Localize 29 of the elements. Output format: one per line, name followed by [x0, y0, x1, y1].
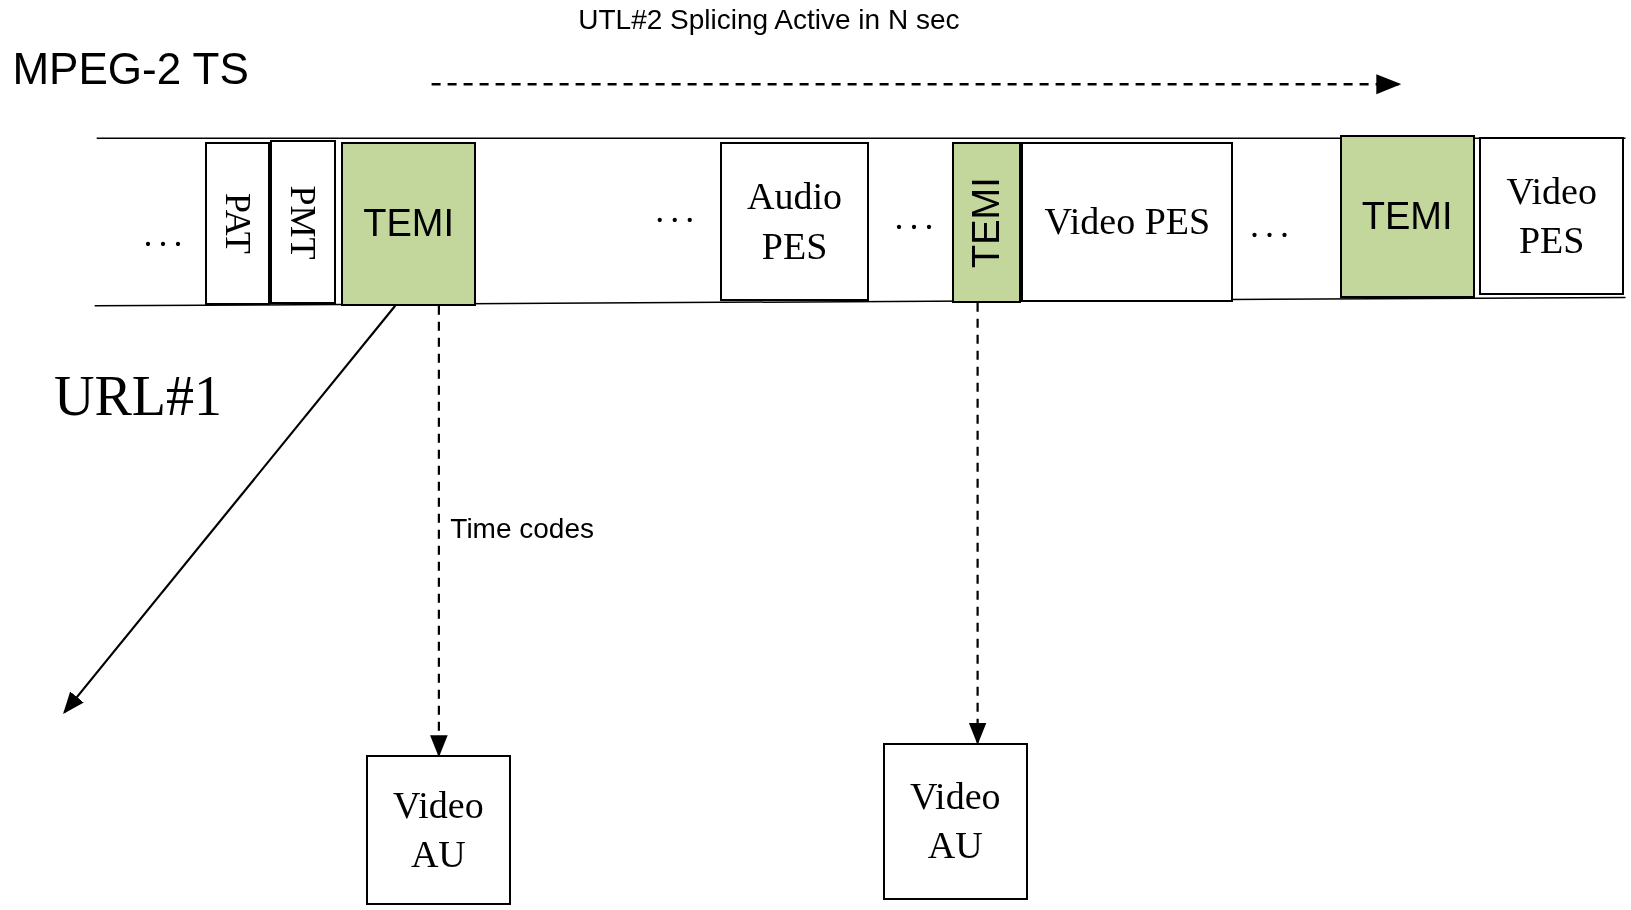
packet-label: Video AU: [392, 782, 485, 877]
packet-box: [882, 742, 1028, 900]
packet-label: Video AU: [908, 773, 1002, 869]
packet-box: [1478, 137, 1625, 296]
ellipsis: ...: [894, 195, 940, 238]
packet-box: [341, 142, 477, 306]
arrow-caption: UTL#2 Splicing Active in N sec: [578, 4, 960, 37]
packet-label: Video PES: [1044, 199, 1211, 245]
packet-label: Video PES: [1505, 168, 1598, 264]
packet-label: PMT: [282, 185, 325, 260]
ellipsis: ...: [143, 213, 189, 256]
packet-label: TEMI: [1361, 194, 1453, 240]
packet-label: Audio PES: [746, 174, 844, 269]
packet-box: [204, 142, 271, 305]
packet-label: TEMI: [363, 201, 455, 247]
packet-box: [1021, 142, 1234, 302]
stream-title: MPEG-2 TS: [12, 43, 249, 94]
ellipsis: ...: [1250, 203, 1296, 246]
packet-label: PAT: [217, 193, 259, 254]
arrow: [430, 305, 448, 758]
packet-box: [366, 755, 511, 905]
packet-box: [719, 142, 870, 301]
ellipsis: ...: [655, 189, 701, 232]
packet-box: [1339, 135, 1475, 299]
arrow: [968, 302, 987, 745]
packet-label: TEMI: [963, 177, 1008, 268]
packet-box: [951, 142, 1022, 303]
arrow: [63, 305, 397, 715]
packet-box: [270, 140, 336, 304]
